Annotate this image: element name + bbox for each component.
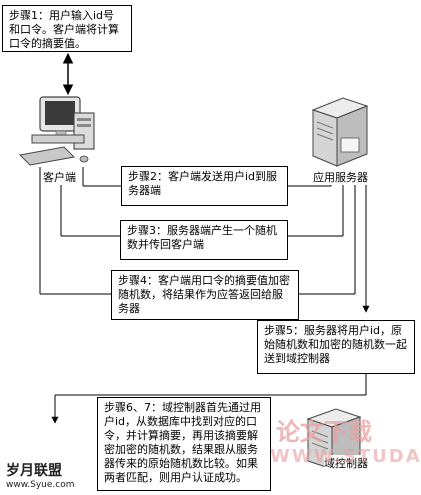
watermark-url: www.Syue.com <box>6 480 75 490</box>
step5-text: 步骤5：服务器将用户id，原始随机数和加密的随机数一起送到域控制器 <box>264 324 407 365</box>
app-server-label: 应用服务器 <box>313 169 368 185</box>
step67-text: 步骤6、7：域控制器首先通过用户id，从数据库中找到对应的口令，并计算摘要，再用… <box>104 401 261 484</box>
step2-text: 步骤2：客户端发送用户id到服务器端 <box>128 170 278 197</box>
app-server-icon <box>311 97 369 167</box>
step3-text: 步骤3：服务器端产生一个随机数并传回客户端 <box>127 224 277 251</box>
step1-text: 步骤1：用户输入id号和口令。客户端将计算口令的摘要值。 <box>9 9 119 50</box>
step1-box: 步骤1：用户输入id号和口令。客户端将计算口令的摘要值。 <box>2 5 132 52</box>
watermark-overlay-url: WWW.STUDA. <box>270 446 421 467</box>
client-label: 客户端 <box>43 169 76 185</box>
step5-box: 步骤5：服务器将用户id，原始随机数和加密的随机数一起送到域控制器 <box>257 320 415 374</box>
watermark-cn: 岁月联盟 <box>6 463 62 479</box>
step4-arrow <box>39 167 359 295</box>
step2-box: 步骤2：客户端发送用户id到服务器端 <box>121 166 288 206</box>
watermark-overlay-cn: 论文下载 <box>276 418 372 446</box>
step5-arrow <box>51 174 370 424</box>
client-computer-icon <box>18 96 95 166</box>
step4-text: 步骤4：客户端用口令的摘要值加密随机数，将结果作为应答返回给服务器 <box>118 274 290 315</box>
step67-box: 步骤6、7：域控制器首先通过用户id，从数据库中找到对应的口令，并计算摘要，再用… <box>97 397 271 491</box>
domain-controller-label: 域控制器 <box>324 455 368 471</box>
step3-box: 步骤3：服务器端产生一个随机数并传回客户端 <box>120 220 288 260</box>
step4-box: 步骤4：客户端用口令的摘要值加密随机数，将结果作为应答返回给服务器 <box>111 270 299 320</box>
